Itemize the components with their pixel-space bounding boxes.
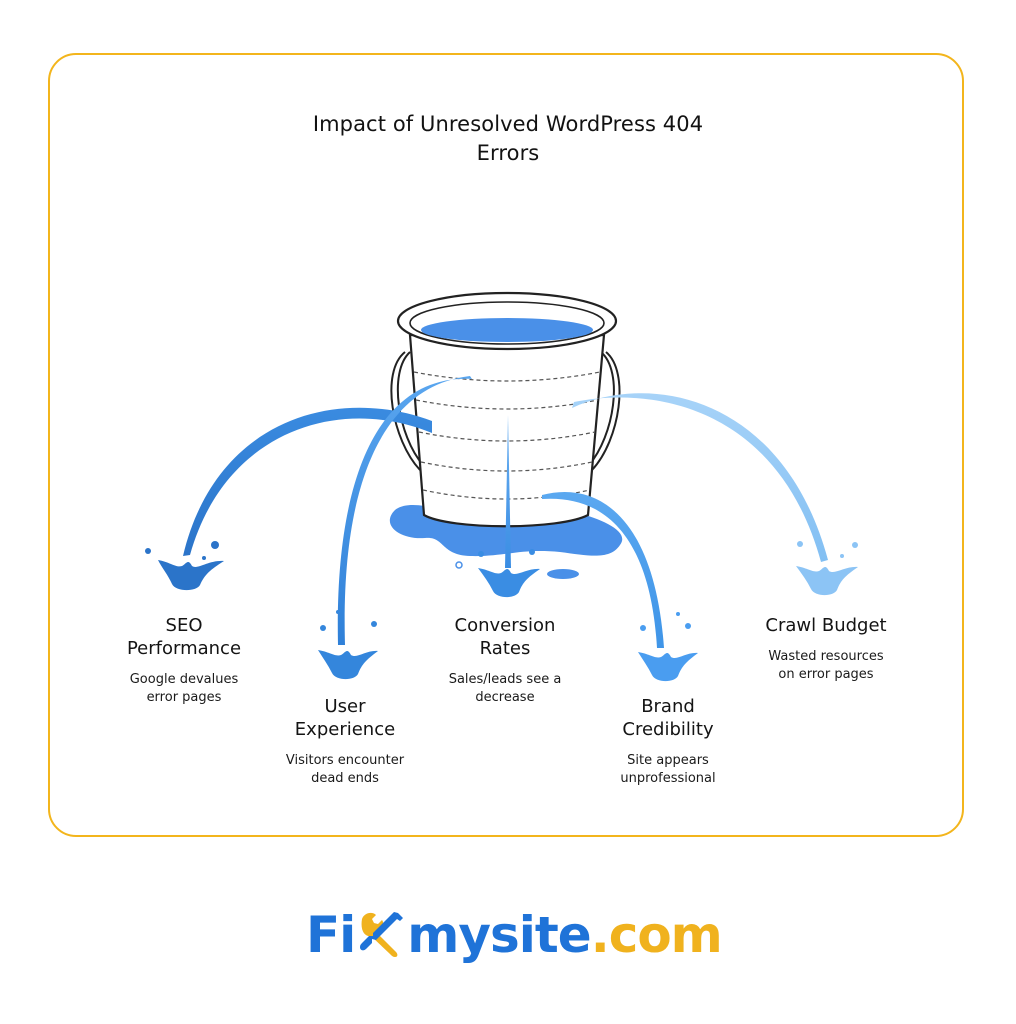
- wrench-screwdriver-icon: [360, 912, 404, 957]
- water-puddle-small: [547, 569, 579, 579]
- impact-heading: User Experience: [294, 696, 396, 740]
- impact-heading: SEO Performance: [126, 615, 242, 659]
- impact-crawl-budget: Crawl Budget Wasted resources on error p…: [746, 614, 906, 684]
- impact-heading: Crawl Budget: [765, 615, 887, 636]
- logo-text-mysite: mysite: [407, 906, 591, 964]
- splash-brand-credibility: [638, 612, 698, 682]
- bucket-handle: [390, 351, 421, 471]
- stream-seo-performance: [183, 407, 432, 556]
- impact-conversion-rates: Conversion Rates Sales/leads see a decre…: [425, 614, 585, 707]
- impact-heading: Brand Credibility: [622, 696, 714, 740]
- impact-seo-performance: SEO Performance Google devalues error pa…: [104, 614, 264, 707]
- infographic-card: [48, 53, 964, 837]
- stream-user-experience: [337, 376, 472, 645]
- impact-heading: Conversion Rates: [454, 615, 556, 659]
- bucket-water: [421, 318, 593, 342]
- stream-conversion-rates: [505, 415, 511, 568]
- splash-seo-performance: [145, 541, 224, 591]
- impact-description: Wasted resources on error pages: [768, 649, 884, 682]
- logo-text-fi: Fi: [306, 906, 356, 964]
- title-line-2: Errors: [476, 141, 540, 165]
- splash-conversion-rates: [478, 549, 540, 598]
- impact-description: Sales/leads see a decrease: [448, 672, 562, 705]
- splash-user-experience: [318, 610, 378, 680]
- fixmysite-logo: Fi mysite.com: [306, 900, 723, 970]
- impact-user-experience: User Experience Visitors encounter dead …: [265, 695, 425, 788]
- impact-brand-credibility: Brand Credibility Site appears unprofess…: [588, 695, 748, 788]
- bucket-body: [408, 333, 606, 528]
- impact-description: Site appears unprofessional: [620, 753, 716, 786]
- impact-description: Google devalues error pages: [129, 672, 239, 705]
- diagram-title: Impact of Unresolved WordPress 404 Error…: [258, 110, 758, 168]
- title-line-1: Impact of Unresolved WordPress 404: [312, 112, 704, 136]
- splash-crawl-budget: [796, 541, 858, 596]
- logo-text-com: .com: [590, 906, 723, 964]
- impact-description: Visitors encounter dead ends: [285, 753, 405, 786]
